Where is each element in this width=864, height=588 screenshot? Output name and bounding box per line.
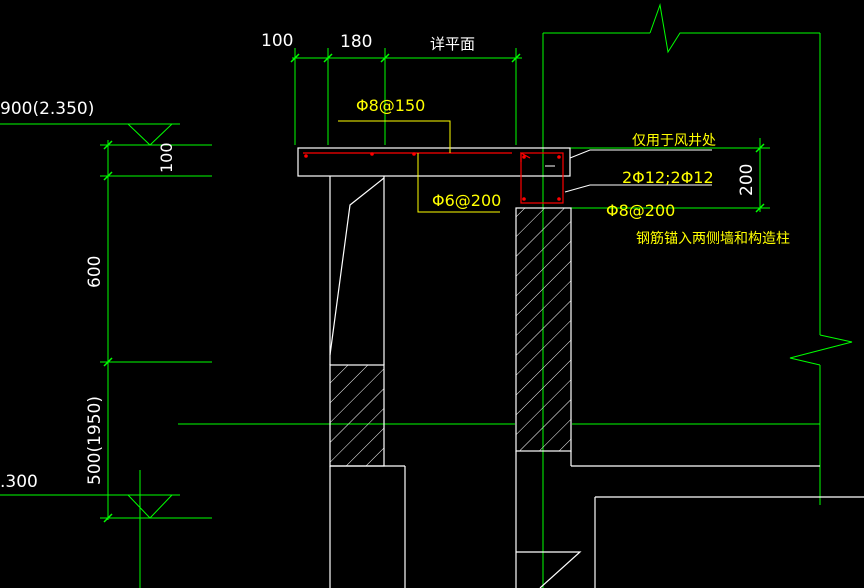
- dimension-ticks: [103, 53, 765, 523]
- wall-hatch-right: [516, 208, 571, 451]
- notes: 仅用于风井处 钢筋锚入两侧墙和构造柱: [632, 133, 790, 247]
- wall-hatch-left: [330, 365, 384, 466]
- label-stirrup: Φ8@200: [606, 201, 675, 220]
- dim-100-left: 100: [157, 142, 176, 173]
- leader-lines: [338, 120, 500, 213]
- dim-600-left: 600: [85, 256, 105, 288]
- dim-500-left: 500(1950): [85, 396, 105, 485]
- dim-100-top: 100: [261, 31, 293, 51]
- rebar: [303, 151, 564, 204]
- dimension-lines: [0, 3, 853, 588]
- label-beam-bars: 2Φ12;2Φ12: [622, 168, 714, 187]
- elevation-top: 900(2.350): [0, 99, 94, 119]
- rebar-labels: Φ8@150 Φ6@200 2Φ12;2Φ12 Φ8@200: [356, 96, 714, 220]
- dim-180-top: 180: [340, 32, 372, 52]
- dimension-labels: 100 180 详平面 900(2.350) .300 100 600 500(…: [0, 31, 757, 492]
- note-anchor: 钢筋锚入两侧墙和构造柱: [636, 230, 790, 247]
- rebar-dots: [304, 152, 561, 201]
- dim-200-right: 200: [737, 164, 757, 196]
- detail-plan-ref: 详平面: [430, 35, 475, 53]
- label-dist-bar: Φ6@200: [432, 191, 501, 210]
- leader-lines-white: [545, 149, 712, 193]
- label-top-bar: Φ8@150: [356, 96, 425, 115]
- elevation-bottom: .300: [0, 472, 38, 492]
- note-wind-shaft: 仅用于风井处: [632, 133, 716, 149]
